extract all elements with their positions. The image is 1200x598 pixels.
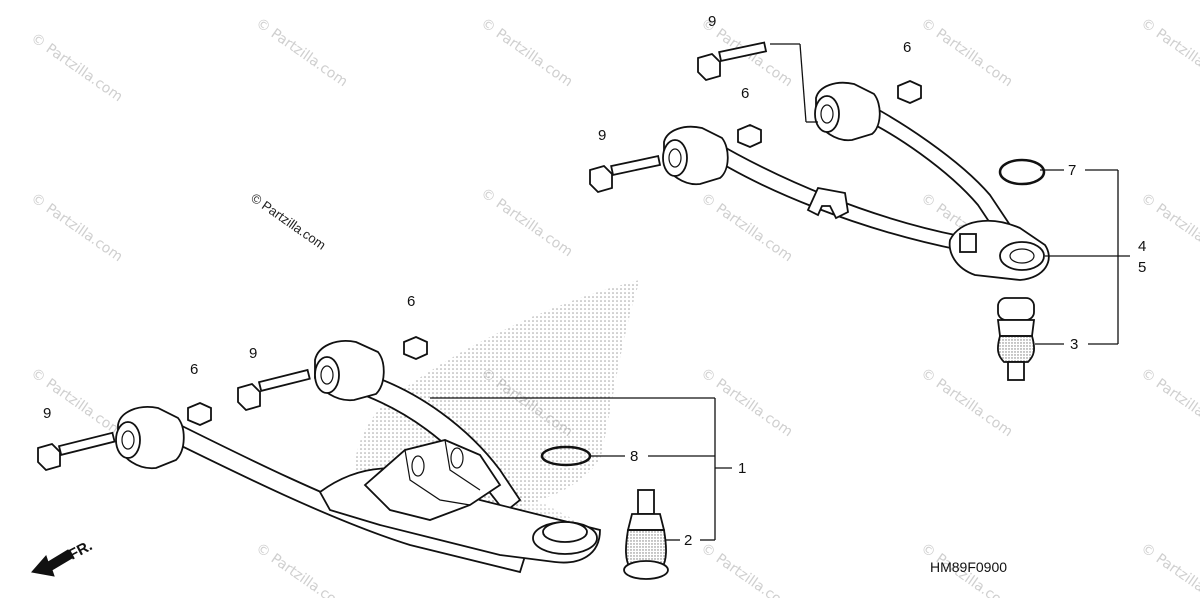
ball-joint-parts xyxy=(623,297,1036,580)
diagram-code: HM89F0900 xyxy=(930,559,1007,575)
callout-9: 9 xyxy=(598,127,606,144)
callout-8: 8 xyxy=(630,448,638,465)
callout-6: 6 xyxy=(741,85,749,102)
callout-6: 6 xyxy=(903,39,911,56)
callout-9: 9 xyxy=(708,13,716,30)
callout-9: 9 xyxy=(43,405,51,422)
callout-7: 7 xyxy=(1068,162,1076,179)
leader-lines xyxy=(430,43,1130,541)
callout-4: 4 xyxy=(1138,238,1146,255)
watermark-center: © Partzilla.com xyxy=(248,190,328,253)
watermark: © Partzilla.com xyxy=(1138,540,1200,598)
watermark: © Partzilla.com xyxy=(478,185,576,260)
watermark: © Partzilla.com xyxy=(1138,15,1200,90)
watermark: © Partzilla.com xyxy=(918,15,1016,90)
nut-part-6 xyxy=(187,80,922,426)
watermark: © Partzilla.com xyxy=(253,15,351,90)
watermark: © Partzilla.com xyxy=(918,365,1016,440)
watermark: © Partzilla.com xyxy=(1138,190,1200,265)
watermark: © Partzilla.com xyxy=(698,540,796,598)
bolt-part-9 xyxy=(37,41,768,472)
front-arrow-icon xyxy=(31,549,73,577)
watermark: © Partzilla.com xyxy=(28,30,126,105)
watermark: © Partzilla.com xyxy=(478,15,576,90)
watermark: © Partzilla.com xyxy=(28,190,126,265)
lower-arm xyxy=(115,340,601,574)
callout-6: 6 xyxy=(190,361,198,378)
callout-9: 9 xyxy=(249,345,257,362)
callout-labels: 9 6 6 9 7 4 5 3 6 9 6 9 8 1 2 xyxy=(43,13,1146,549)
watermark: © Partzilla.com xyxy=(698,365,796,440)
watermark: © Partzilla.com xyxy=(698,190,796,265)
callout-3: 3 xyxy=(1070,336,1078,353)
watermark: © Partzilla.com xyxy=(1138,365,1200,440)
upper-arm xyxy=(662,81,1050,281)
callout-1: 1 xyxy=(738,460,746,477)
watermark: © Partzilla.com xyxy=(253,540,351,598)
callout-6: 6 xyxy=(407,293,415,310)
callout-5: 5 xyxy=(1138,259,1146,276)
callout-2: 2 xyxy=(684,532,692,549)
watermark: © Partzilla.com xyxy=(28,365,126,440)
front-indicator: FR. xyxy=(31,537,95,577)
